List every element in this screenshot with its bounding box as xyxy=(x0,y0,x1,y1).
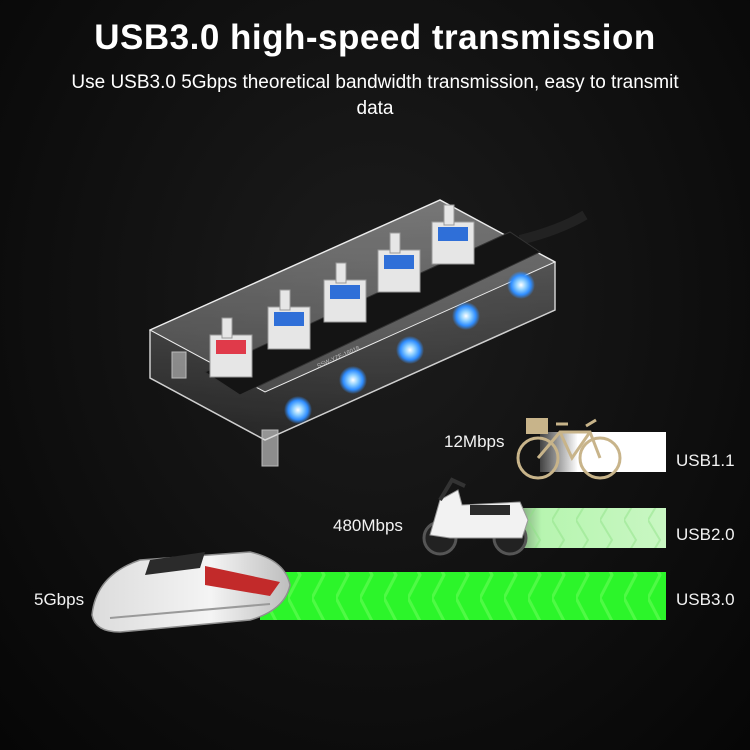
led-indicator xyxy=(452,302,480,330)
usb30-speed-label: 5Gbps xyxy=(34,590,85,609)
led-indicator xyxy=(284,396,312,424)
usb-port-1 xyxy=(209,317,253,378)
usb20-speed-label: 480Mbps xyxy=(333,516,403,535)
scooter-icon xyxy=(422,477,529,556)
usb-port-5 xyxy=(431,204,475,265)
page-subtitle: Use USB3.0 5Gbps theoretical bandwidth t… xyxy=(71,72,679,119)
usb11-standard-label: USB1.1 xyxy=(676,451,735,470)
led-indicator xyxy=(507,271,535,299)
usb-port-3 xyxy=(323,262,367,323)
bicycle-icon xyxy=(516,418,622,480)
led-indicator xyxy=(396,336,424,364)
page-title: USB3.0 high-speed transmission xyxy=(94,18,656,57)
usb20-standard-label: USB2.0 xyxy=(676,525,735,544)
usb11-speed-label: 12Mbps xyxy=(444,432,505,451)
led-indicator xyxy=(339,366,367,394)
usb-port-4 xyxy=(377,232,421,293)
usb-hub-product: SSW-YZE-18018 xyxy=(148,199,588,467)
usb-port-2 xyxy=(267,289,311,350)
speed-comparison xyxy=(260,432,666,620)
usb30-standard-label: USB3.0 xyxy=(676,590,735,609)
bullet-train-icon xyxy=(91,551,291,633)
